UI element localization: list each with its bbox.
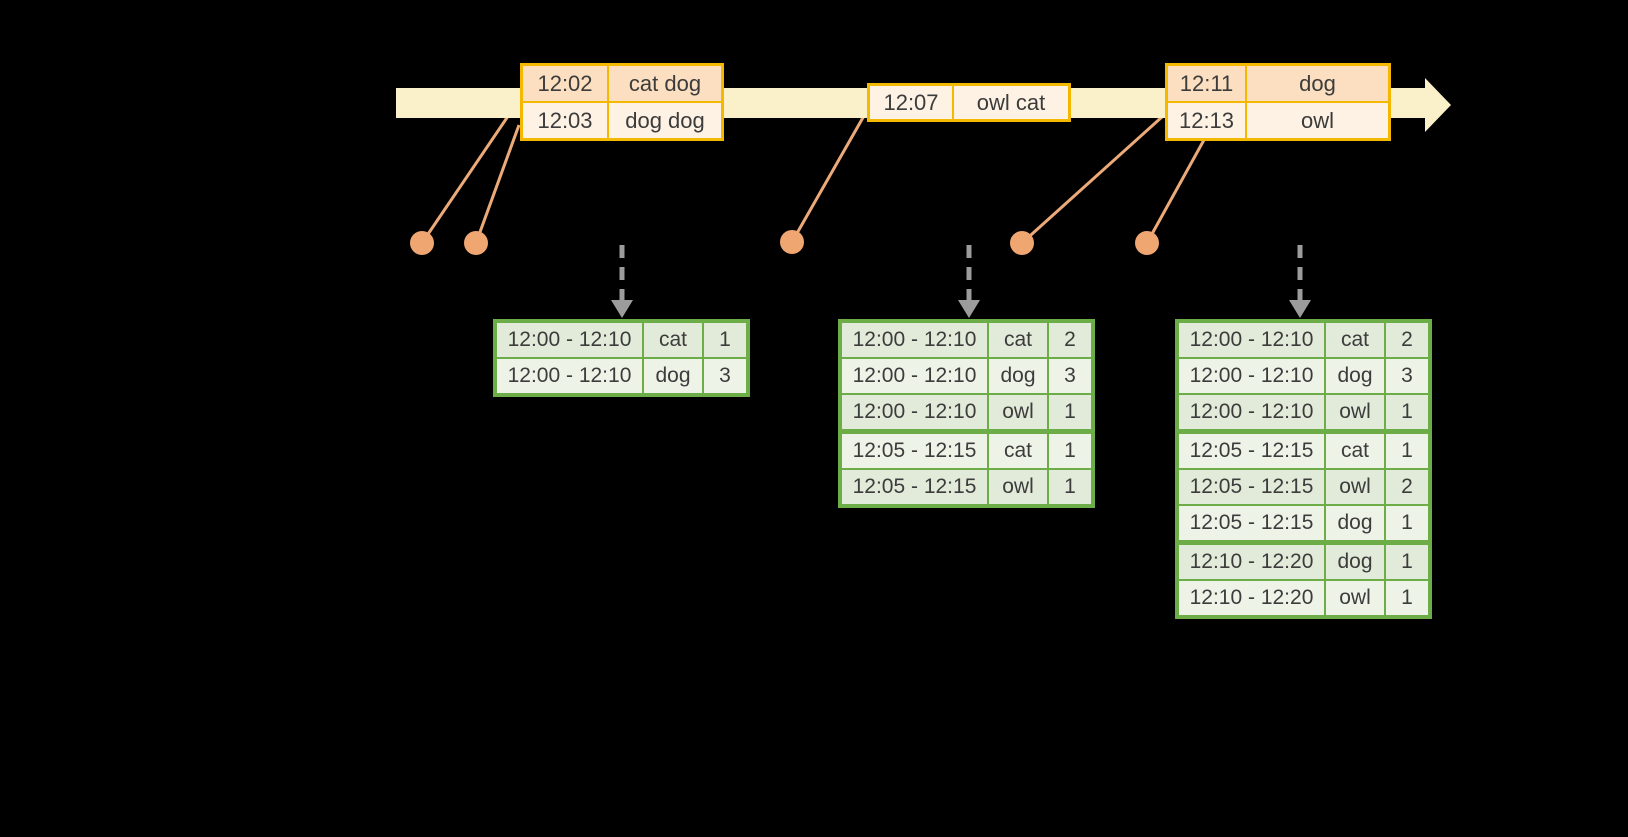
event-words-cell: dog [1247, 66, 1388, 101]
result-count-cell: 1 [1049, 395, 1091, 429]
result-count-cell: 3 [1049, 359, 1091, 393]
result-window-cell: 12:05 - 12:15 [1179, 434, 1324, 468]
event-words-cell: dog dog [609, 103, 721, 138]
result-word-cell: owl [1326, 581, 1384, 615]
result-window-cell: 12:05 - 12:15 [1179, 470, 1324, 504]
result-count-cell: 1 [1049, 470, 1091, 504]
event-connector-line [420, 96, 523, 244]
result-word-cell: owl [989, 470, 1047, 504]
result-word-cell: cat [1326, 323, 1384, 357]
result-count-cell: 2 [1386, 323, 1428, 357]
event-connector-line [790, 106, 871, 243]
result-word-cell: dog [644, 359, 702, 393]
event-time-cell: 12:11 [1168, 66, 1245, 101]
result-count-cell: 1 [1386, 434, 1428, 468]
result-count-cell: 1 [1386, 506, 1428, 540]
event-dot [410, 231, 434, 255]
result-word-cell: owl [1326, 470, 1384, 504]
result-window-cell: 12:00 - 12:10 [497, 359, 642, 393]
result-count-cell: 2 [1386, 470, 1428, 504]
result-word-cell: dog [1326, 545, 1384, 579]
result-window-cell: 12:00 - 12:10 [1179, 359, 1324, 393]
result-window-cell: 12:05 - 12:15 [842, 434, 987, 468]
result-count-cell: 1 [1386, 581, 1428, 615]
event-dot [464, 231, 488, 255]
result-count-cell: 1 [704, 323, 746, 357]
event-dot [780, 230, 804, 254]
trigger-arrowhead-icon [958, 300, 980, 318]
result-window-cell: 12:10 - 12:20 [1179, 581, 1324, 615]
result-count-cell: 1 [1386, 545, 1428, 579]
result-window-cell: 12:10 - 12:20 [1179, 545, 1324, 579]
event-words-cell: cat dog [609, 66, 721, 101]
result-count-cell: 3 [1386, 359, 1428, 393]
result-window-cell: 12:00 - 12:10 [1179, 323, 1324, 357]
event-words-cell: owl cat [954, 86, 1068, 119]
event-time-cell: 12:13 [1168, 103, 1245, 138]
event-dot [1010, 231, 1034, 255]
event-time-cell: 12:02 [523, 66, 607, 101]
result-word-cell: dog [1326, 359, 1384, 393]
result-window-cell: 12:00 - 12:10 [842, 395, 987, 429]
result-word-cell: cat [1326, 434, 1384, 468]
result-word-cell: dog [1326, 506, 1384, 540]
result-word-cell: cat [989, 323, 1047, 357]
result-window-cell: 12:05 - 12:15 [842, 470, 987, 504]
trigger-arrowhead-icon [611, 300, 633, 318]
result-window-cell: 12:00 - 12:10 [1179, 395, 1324, 429]
event-time-cell: 12:07 [870, 86, 952, 119]
result-count-cell: 2 [1049, 323, 1091, 357]
event-connector-line [474, 124, 521, 244]
result-window-cell: 12:00 - 12:10 [842, 323, 987, 357]
result-word-cell: owl [1326, 395, 1384, 429]
result-window-cell: 12:00 - 12:10 [842, 359, 987, 393]
result-window-cell: 12:05 - 12:15 [1179, 506, 1324, 540]
result-word-cell: owl [989, 395, 1047, 429]
result-window-cell: 12:00 - 12:10 [497, 323, 642, 357]
result-word-cell: dog [989, 359, 1047, 393]
result-count-cell: 3 [704, 359, 746, 393]
result-word-cell: cat [644, 323, 702, 357]
result-count-cell: 1 [1049, 434, 1091, 468]
result-word-cell: cat [989, 434, 1047, 468]
event-time-cell: 12:03 [523, 103, 607, 138]
event-dot [1135, 231, 1159, 255]
event-words-cell: owl [1247, 103, 1388, 138]
result-count-cell: 1 [1386, 395, 1428, 429]
trigger-arrowhead-icon [1289, 300, 1311, 318]
timeline-arrowhead-icon [1425, 78, 1451, 132]
